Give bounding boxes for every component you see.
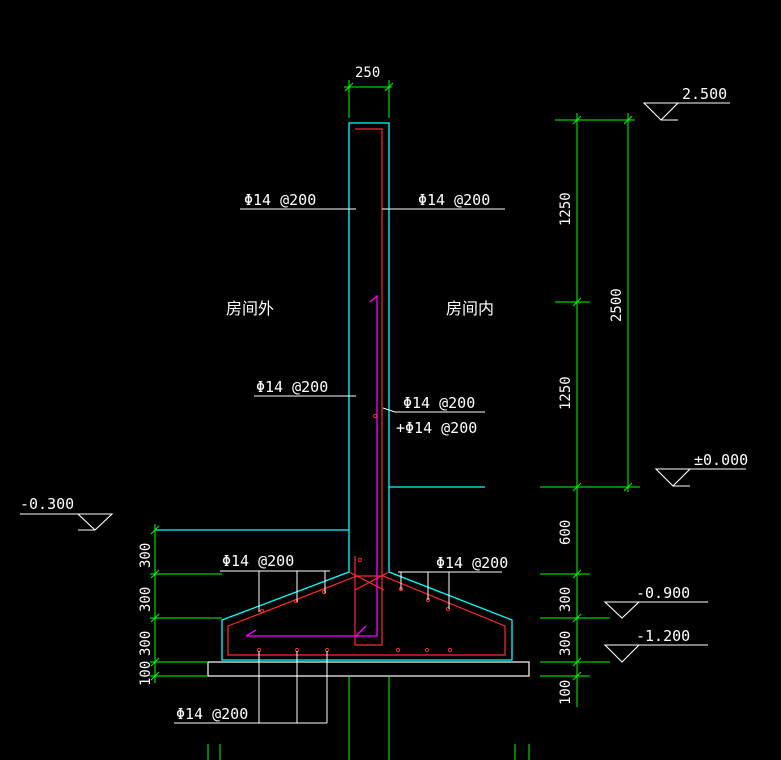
- dim-tick: [150, 525, 160, 535]
- dim-tick: [344, 82, 354, 92]
- rebar-dot: [395, 647, 401, 653]
- rebar-dot: [321, 589, 327, 595]
- leader-lines: [174, 208, 505, 724]
- dim-tick: [572, 482, 582, 492]
- dim-tick: [150, 657, 160, 667]
- bar-hook-left: [245, 629, 257, 637]
- rebar-dot: [445, 606, 451, 612]
- dim-upper-height-label: 1250: [558, 192, 574, 226]
- elevation-footing-bottom-label: -1.200: [636, 627, 690, 645]
- dim-left-300-c-label: 300: [138, 631, 154, 656]
- rebar-label-footing-bottom: Φ14 @200: [176, 705, 248, 723]
- rebar-dot: [372, 413, 378, 419]
- text-layer: 250 2.500 ±0.000 -0.300 -0.900 -1.200 Φ1…: [20, 65, 748, 723]
- rebar-cage: [227, 128, 506, 656]
- elevation-marker-top: [642, 102, 730, 121]
- rebar-label-wall-upper-left: Φ14 @200: [244, 191, 316, 209]
- leader-wall-lower-right-diag: [382, 407, 396, 413]
- wall-rebar-cross-2: [354, 571, 390, 591]
- rebar-label-wall-lower-left: Φ14 @200: [256, 378, 328, 396]
- dim-footing-600-label: 600: [558, 520, 574, 545]
- elevation-footing-top-label: -0.900: [636, 584, 690, 602]
- footing-bar-hook: [355, 625, 367, 637]
- rebar-label-wall-upper-right: Φ14 @200: [418, 191, 490, 209]
- elevation-ground-label: ±0.000: [694, 451, 748, 469]
- vertical-additional-bar: [246, 294, 378, 637]
- rebar-dot: [259, 608, 265, 614]
- wall-rebar-loop: [354, 128, 383, 646]
- rebar-dot: [357, 557, 363, 563]
- dim-tick: [572, 671, 582, 681]
- dim-cushion-right-label: 100: [558, 680, 574, 705]
- dim-left-300-a-label: 300: [138, 543, 154, 568]
- dim-tick: [572, 569, 582, 579]
- wall-and-footing-outline: [221, 122, 513, 661]
- wall-rebar-cross-1: [348, 571, 385, 591]
- rebar-dot: [447, 647, 453, 653]
- dim-lower-height-label: 1250: [558, 376, 574, 410]
- dim-wall-thickness-label: 250: [355, 65, 380, 81]
- cushion-slab: [207, 661, 530, 677]
- elevation-marker-footing-bottom: [603, 644, 708, 663]
- dim-tick: [623, 115, 633, 125]
- additional-rebar: [245, 294, 378, 637]
- elevation-outside-label: -0.300: [20, 495, 74, 513]
- dim-footing-300-a-label: 300: [558, 587, 574, 612]
- rebar-dots: [256, 413, 453, 653]
- dim-tick: [150, 613, 160, 623]
- dim-tick: [572, 613, 582, 623]
- elevation-marker-footing-top: [603, 601, 708, 619]
- dim-footing-300-b-label: 300: [558, 631, 574, 656]
- rebar-label-footing-top-left: Φ14 @200: [222, 552, 294, 570]
- concrete-outline: [155, 122, 513, 661]
- dim-tick: [384, 82, 394, 92]
- rebar-dot: [424, 647, 430, 653]
- rebar-label-footing-top-right: Φ14 @200: [436, 554, 508, 572]
- elevation-top-label: 2.500: [682, 85, 727, 103]
- dim-tick: [572, 297, 582, 307]
- dimension-lines: [150, 80, 640, 760]
- dim-tick: [572, 115, 582, 125]
- rebar-label-wall-lower-right-2: +Φ14 @200: [396, 419, 477, 437]
- dim-left-300-b-label: 300: [138, 587, 154, 612]
- dim-cushion-left-label: 100: [138, 661, 154, 686]
- zone-label-outside: 房间外: [226, 299, 274, 318]
- elevation-markers: [20, 102, 746, 663]
- dim-tick: [150, 569, 160, 579]
- dim-total-height-label: 2500: [609, 288, 625, 322]
- footing-rebar-outline: [227, 575, 506, 656]
- elevation-marker-outside-ground: [20, 513, 114, 531]
- zone-label-inside: 房间内: [446, 299, 494, 318]
- dim-tick: [150, 671, 160, 681]
- dim-tick: [572, 657, 582, 667]
- rebar-label-wall-lower-right-1: Φ14 @200: [403, 394, 475, 412]
- elevation-marker-ground: [654, 468, 746, 487]
- dim-tick: [623, 482, 633, 492]
- rebar-dot: [293, 598, 299, 604]
